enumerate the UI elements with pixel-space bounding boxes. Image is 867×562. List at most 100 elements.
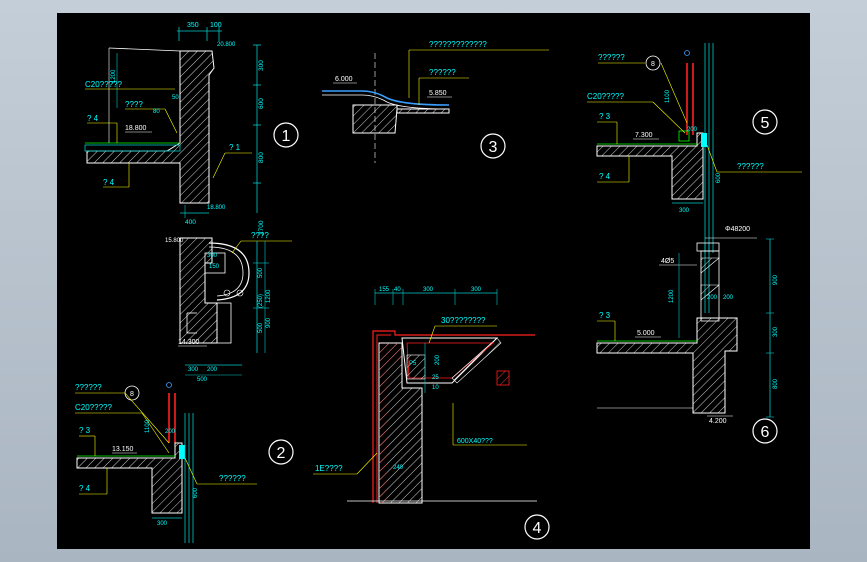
d3-elev-left: 6.000	[335, 76, 353, 83]
d1-note-q4b: ? 4	[103, 178, 115, 187]
d6-dim-mid-200a: 200	[707, 295, 718, 301]
detail-number-6: 6	[761, 424, 770, 441]
d6-dim-800: 800	[773, 378, 779, 389]
d5-dim-300: 300	[679, 208, 690, 214]
d3-label-top: ?????????????	[429, 40, 487, 49]
detail-number-5: 5	[761, 115, 770, 132]
d1b-label-q4: ????	[251, 231, 269, 240]
d4-dim-40: 40	[394, 287, 401, 293]
d4-dim-300b: 300	[471, 287, 482, 293]
d4-num-200: 200	[435, 354, 441, 365]
d1b-dim-500: 500	[258, 267, 264, 278]
d3-elev-right: 5.850	[429, 90, 447, 97]
d4-label-30: 30????????	[441, 316, 486, 325]
d1b-dim-bottom-200: 200	[207, 367, 218, 373]
d1-dim-300: 300	[258, 60, 265, 71]
drawing-canvas[interactable]: 350 100 20.800 300 600 800 2700 1200 C20…	[57, 13, 810, 549]
d2-elev: 13.150	[112, 446, 134, 453]
d2-label-q7: ??????	[219, 474, 246, 483]
d2-note-q4: ? 4	[79, 484, 91, 493]
d5-label-c20: C20?????	[587, 92, 624, 101]
detail-1b: 15.800 150 300 ???? 500 1200 (250) 500 9…	[165, 231, 292, 383]
d1b-dim-250: (250)	[258, 294, 264, 308]
d1b-dim-500b: 500	[258, 322, 264, 333]
d6-dim-300: 300	[773, 326, 779, 337]
detail-6: Φ48200 4Ø5 1200 200 200 ? 3 5.000 900 30…	[596, 226, 779, 444]
d1-dim-350: 350	[187, 22, 199, 29]
d1b-dim-1200v: 1200	[266, 289, 272, 303]
d2-dim-1100: 1100	[145, 419, 151, 433]
d2-dim-300: 300	[157, 521, 168, 527]
detail-marker-6	[752, 418, 778, 444]
d5-note-q3: ? 3	[599, 112, 611, 121]
d5-dim-1100: 1100	[665, 89, 671, 103]
d1-label-a: ????	[125, 100, 143, 109]
d4-num-25: 25	[432, 375, 439, 381]
d5-note-q4: ? 4	[599, 172, 611, 181]
d4-num-p5: P5	[409, 361, 417, 367]
detail-marker-2	[268, 439, 294, 465]
d1-dim-1200: 1200	[111, 69, 117, 83]
d1-num-80: 80	[153, 109, 160, 115]
d1-dim-600: 600	[258, 98, 265, 109]
d5-label-q7: ??????	[737, 162, 764, 171]
detail-number-4: 4	[533, 520, 542, 537]
d2-label-q6: ??????	[75, 383, 102, 392]
detail-number-1: 1	[282, 128, 291, 145]
d4-label-600: 600X40???	[457, 438, 493, 445]
d2-dim-200: 200	[165, 429, 176, 435]
d6-dim-900: 900	[773, 274, 779, 285]
d5-dim-200: 200	[687, 127, 698, 133]
d1-dim-2700: 2700	[258, 220, 265, 235]
d4-label-1e: 1E????	[315, 464, 343, 473]
d6-dim-mid-200b: 200	[723, 295, 734, 301]
d1b-dim-bottom-500: 500	[197, 377, 208, 383]
detail-3: 6.000 5.850 ????????????? ?????? 3	[322, 40, 549, 163]
d6-elev-bottom: 4.200	[709, 418, 727, 425]
d3-label-mid: ??????	[429, 68, 456, 77]
d4-num-240: 240	[393, 465, 404, 471]
d5-marker	[645, 55, 661, 71]
d1b-dim-900: 900	[266, 317, 272, 328]
d4-dim-155: 155	[379, 287, 390, 293]
d1-note-q1: ? 1	[229, 143, 241, 152]
d1-dim-800: 800	[258, 152, 265, 163]
d4-num-10: 10	[432, 385, 439, 391]
d2-dim-600: 600	[193, 487, 199, 498]
d5-dim-600: 600	[716, 172, 722, 183]
detail-5: 8 ?????? C20????? ? 3 7.300 ? 4 ?????? 1…	[587, 43, 802, 253]
d6-num-405: 4Ø5	[661, 258, 674, 265]
d1b-dim-bottom-300: 300	[188, 367, 199, 373]
d1-elev-floor: 18.800	[125, 125, 147, 132]
d2-marker-num: 8	[130, 391, 134, 398]
d4-dim-300a: 300	[423, 287, 434, 293]
detail-marker-3	[480, 133, 506, 159]
detail-marker-1	[273, 122, 299, 148]
d2-note-q3: ? 3	[79, 426, 91, 435]
d1-dim-400: 400	[185, 219, 196, 226]
d1-dim-100: 100	[210, 22, 222, 29]
detail-marker-5	[752, 109, 778, 135]
detail-number-2: 2	[277, 445, 286, 462]
d2-label-c20: C20?????	[75, 403, 112, 412]
detail-2: 8 ?????? C20????? ? 3 13.150 ? 4 ?????? …	[75, 382, 294, 543]
detail-drawing: 350 100 20.800 300 600 800 2700 1200 C20…	[75, 22, 802, 543]
detail-marker-4	[524, 514, 550, 540]
d1-num-50: 50	[172, 95, 179, 101]
d5-marker-num: 8	[651, 61, 655, 68]
d1-elev-top: 20.800	[217, 42, 236, 48]
d6-label-top: Φ48200	[725, 226, 750, 233]
detail-1: 350 100 20.800 300 600 800 2700 1200 C20…	[84, 22, 299, 235]
d6-dim-1200: 1200	[669, 289, 675, 303]
detail-4: 155 40 300 300 P5 200 25 10 240 30??????…	[313, 287, 550, 540]
d1b-elev-15: 15.800	[165, 238, 184, 244]
d1-note-q4a: ? 4	[87, 114, 99, 123]
d1b-elev-14: 14.300	[178, 339, 200, 346]
d1-elev-bottom: 18.800	[207, 205, 226, 211]
d1b-num-150: 150	[209, 264, 220, 270]
d5-elev: 7.300	[635, 132, 653, 139]
detail-number-3: 3	[489, 139, 498, 156]
d1-label-c20: C20?????	[85, 80, 122, 89]
d5-label-q6: ??????	[598, 53, 625, 62]
